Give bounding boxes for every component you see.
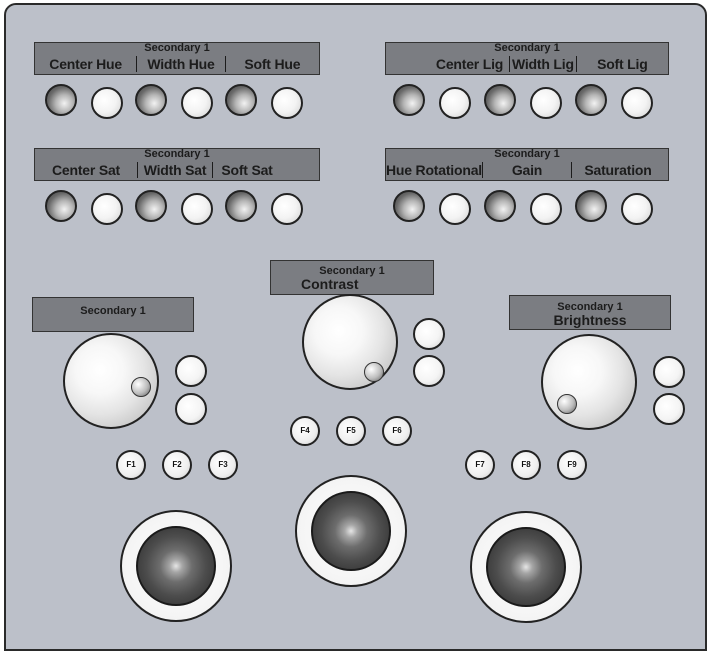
- gain-button[interactable]: [530, 193, 562, 225]
- left-trackball-ball[interactable]: [136, 526, 216, 606]
- left-trackball[interactable]: [120, 510, 232, 622]
- center-hue-knob[interactable]: [45, 84, 77, 116]
- width-sat-knob[interactable]: [135, 190, 167, 222]
- left-dial-indicator: [131, 377, 151, 397]
- brightness-dial[interactable]: [541, 334, 637, 430]
- center-trackball[interactable]: [295, 475, 407, 587]
- right-dial-display: Secondary 1 Brightness: [509, 295, 671, 330]
- f6-button[interactable]: F6: [382, 416, 412, 446]
- center-hue-button[interactable]: [91, 87, 123, 119]
- right-trackball-ball[interactable]: [486, 527, 566, 607]
- soft-hue-button[interactable]: [271, 87, 303, 119]
- soft-lig-label: Soft Lig: [576, 56, 668, 72]
- saturation-label: Saturation: [571, 162, 664, 178]
- center-sat-label: Center Sat: [35, 162, 137, 178]
- gain-label: Gain: [482, 162, 571, 178]
- right-dial-subtitle: Brightness: [510, 312, 670, 328]
- contrast-button-bottom[interactable]: [413, 355, 445, 387]
- f1-button[interactable]: F1: [116, 450, 146, 480]
- secondary-sat-title: Secondary 1: [35, 149, 319, 160]
- contrast-dial[interactable]: [302, 294, 398, 390]
- f2-button[interactable]: F2: [162, 450, 192, 480]
- width-hue-button[interactable]: [181, 87, 213, 119]
- secondary-lig-display: Secondary 1 Center Lig Width Lig Soft Li…: [385, 42, 669, 75]
- brightness-dial-indicator: [557, 394, 577, 414]
- soft-sat-button[interactable]: [271, 193, 303, 225]
- f7-button[interactable]: F7: [465, 450, 495, 480]
- center-dial-subtitle: Contrast: [301, 276, 359, 292]
- saturation-knob[interactable]: [575, 190, 607, 222]
- contrast-dial-indicator: [364, 362, 384, 382]
- left-dial-button-bottom[interactable]: [175, 393, 207, 425]
- f5-button[interactable]: F5: [336, 416, 366, 446]
- secondary-rot-title: Secondary 1: [386, 149, 668, 160]
- hue-rotational-button[interactable]: [439, 193, 471, 225]
- width-lig-button[interactable]: [530, 87, 562, 119]
- width-hue-knob[interactable]: [135, 84, 167, 116]
- center-lig-button[interactable]: [439, 87, 471, 119]
- gain-knob[interactable]: [484, 190, 516, 222]
- secondary-hue-title: Secondary 1: [35, 43, 319, 54]
- width-lig-label: Width Lig: [509, 56, 576, 72]
- width-sat-button[interactable]: [181, 193, 213, 225]
- secondary-sat-display: Secondary 1 Center Sat Width Sat Soft Sa…: [34, 148, 320, 181]
- center-dial-display: Secondary 1 Contrast: [270, 260, 434, 295]
- hue-rotational-knob[interactable]: [393, 190, 425, 222]
- soft-lig-button[interactable]: [621, 87, 653, 119]
- left-dial[interactable]: [63, 333, 159, 429]
- center-hue-label: Center Hue: [35, 56, 136, 72]
- contrast-button-top[interactable]: [413, 318, 445, 350]
- center-sat-button[interactable]: [91, 193, 123, 225]
- soft-sat-label: Soft Sat: [212, 162, 281, 178]
- secondary-rot-display: Secondary 1 Hue Rotational Gain Saturati…: [385, 148, 669, 181]
- center-sat-knob[interactable]: [45, 190, 77, 222]
- center-trackball-ball[interactable]: [311, 491, 391, 571]
- center-lig-knob[interactable]: [393, 84, 425, 116]
- soft-hue-label: Soft Hue: [225, 56, 319, 72]
- soft-sat-knob[interactable]: [225, 190, 257, 222]
- soft-hue-knob[interactable]: [225, 84, 257, 116]
- f8-button[interactable]: F8: [511, 450, 541, 480]
- f4-button[interactable]: F4: [290, 416, 320, 446]
- brightness-button-bottom[interactable]: [653, 393, 685, 425]
- hue-rotational-label: Hue Rotational: [386, 162, 482, 178]
- width-sat-label: Width Sat: [137, 162, 212, 178]
- saturation-button[interactable]: [621, 193, 653, 225]
- width-lig-knob[interactable]: [484, 84, 516, 116]
- f3-button[interactable]: F3: [208, 450, 238, 480]
- left-dial-display: Secondary 1: [32, 297, 194, 332]
- soft-lig-knob[interactable]: [575, 84, 607, 116]
- left-dial-button-top[interactable]: [175, 355, 207, 387]
- brightness-button-top[interactable]: [653, 356, 685, 388]
- secondary-lig-title: Secondary 1: [386, 43, 668, 54]
- right-trackball[interactable]: [470, 511, 582, 623]
- f9-button[interactable]: F9: [557, 450, 587, 480]
- secondary-hue-display: Secondary 1 Center Hue Width Hue Soft Hu…: [34, 42, 320, 75]
- center-lig-label: Center Lig: [386, 56, 509, 72]
- left-dial-title: Secondary 1: [33, 305, 193, 317]
- width-hue-label: Width Hue: [136, 56, 224, 72]
